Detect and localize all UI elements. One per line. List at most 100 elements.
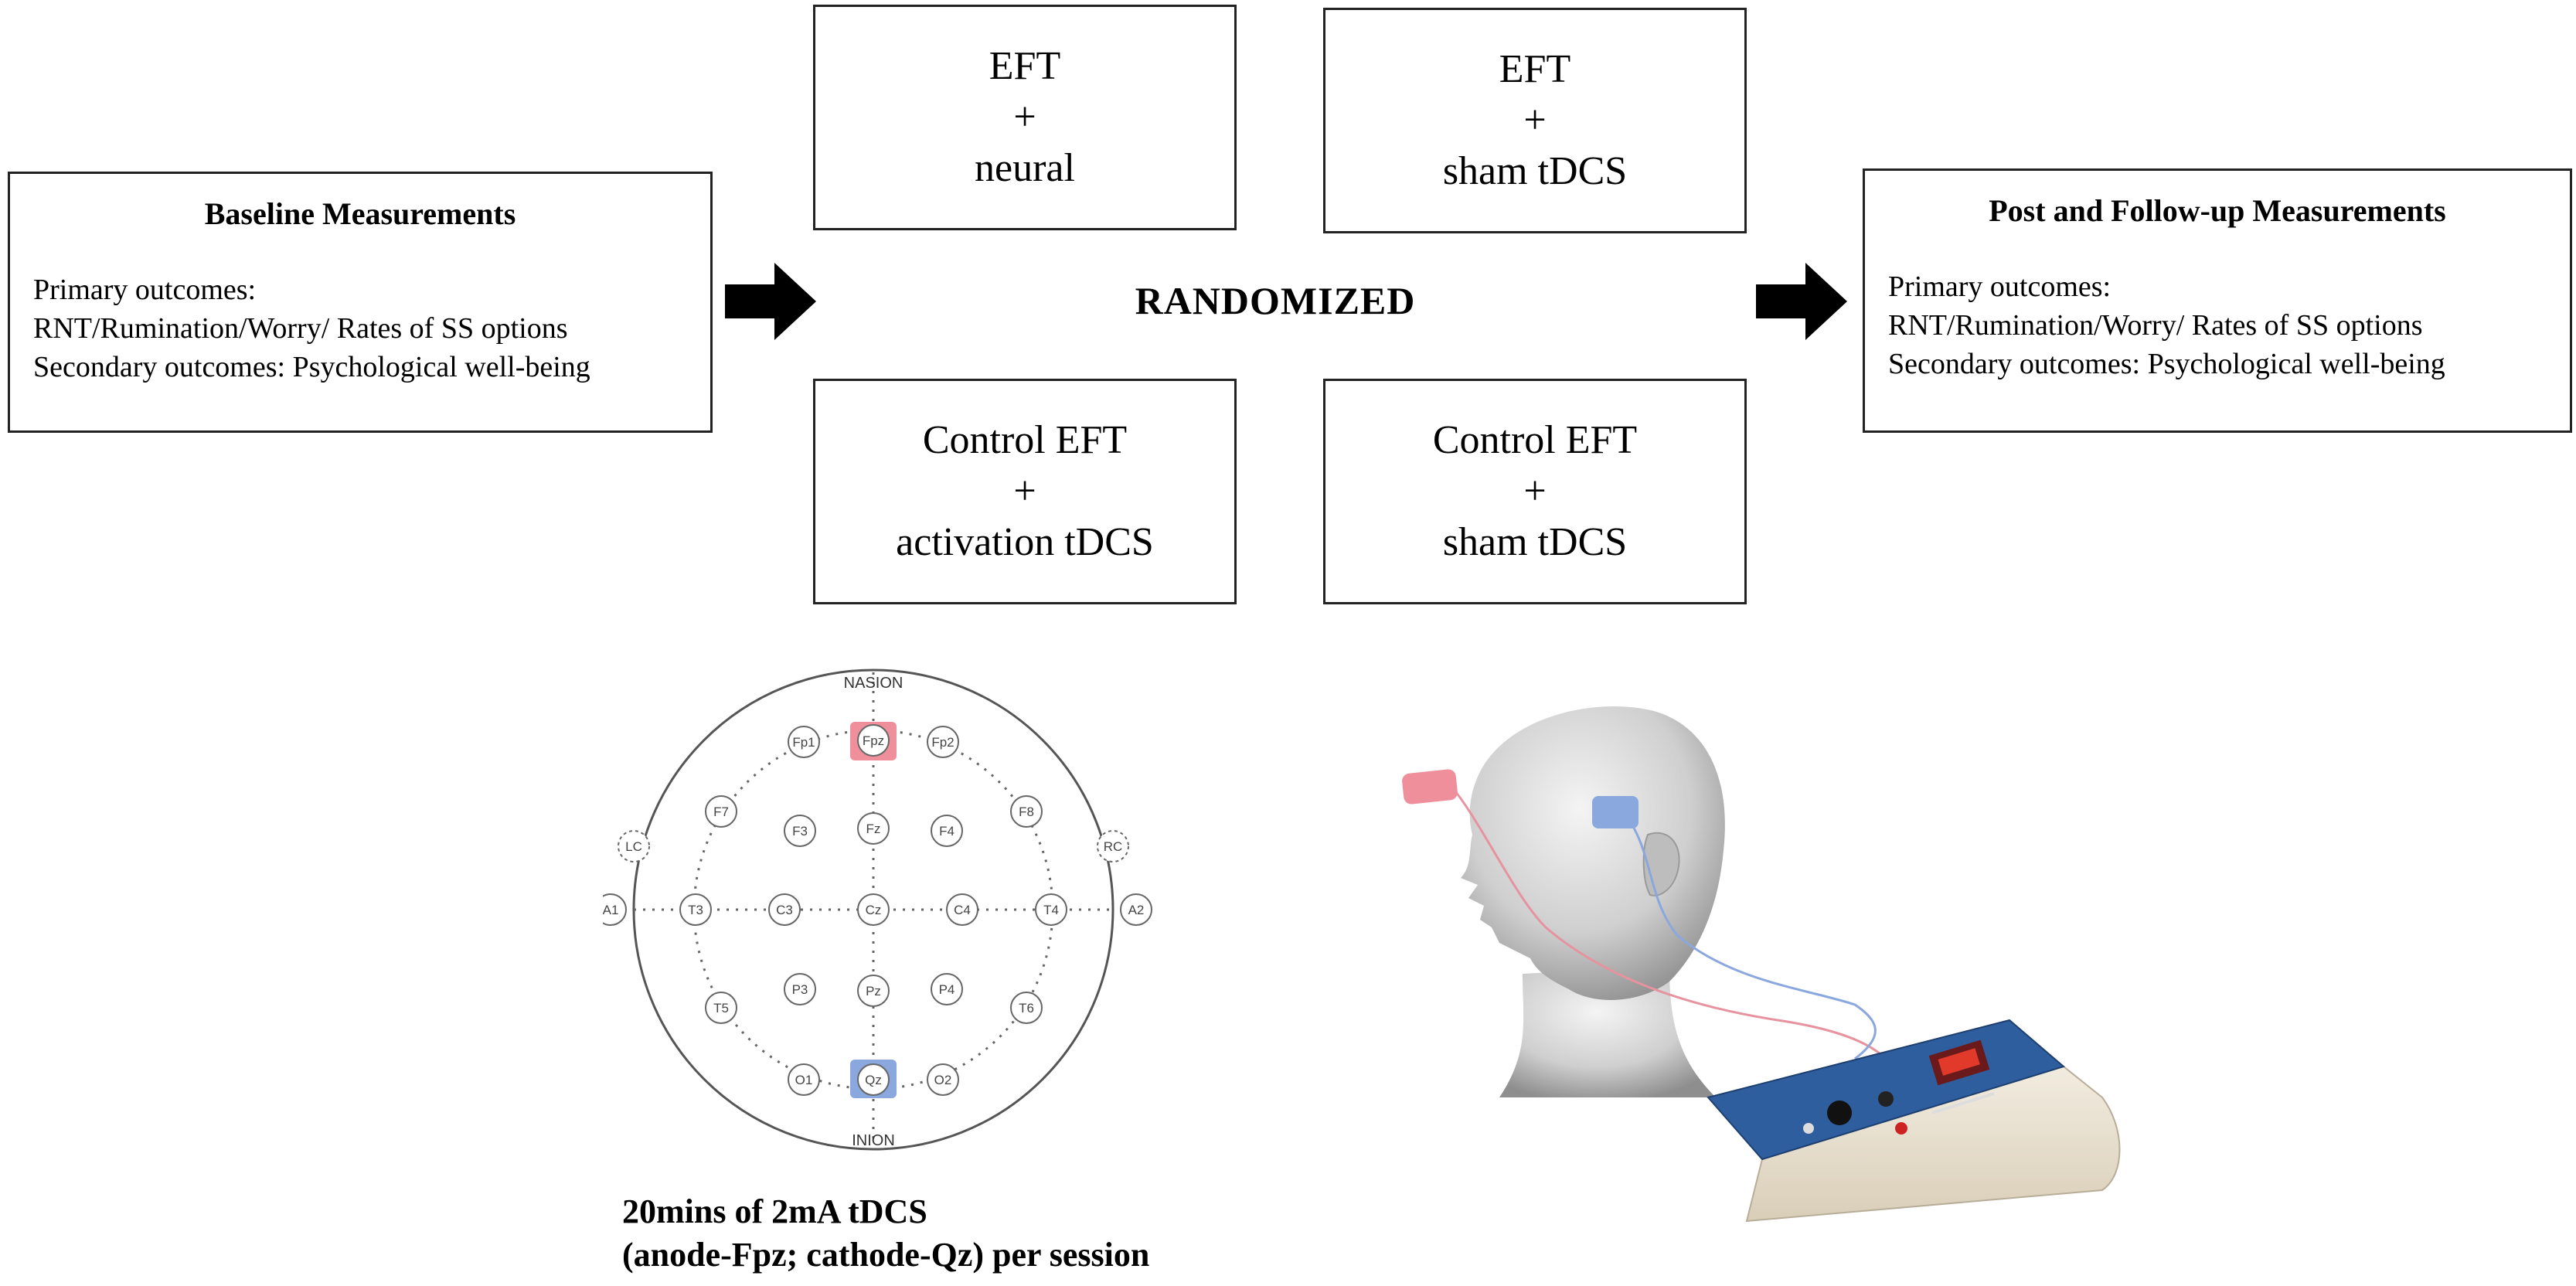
- arrow-right-icon: [1756, 263, 1847, 340]
- electrode-label-p4: P4: [939, 982, 955, 997]
- baseline-line-3: Secondary outcomes: Psychological well-b…: [33, 351, 590, 383]
- electrode-lc: [618, 830, 650, 862]
- condition-box-eft-neural: EFT + neural: [813, 5, 1237, 230]
- cathode-wire: [1621, 811, 1877, 1060]
- baseline-measurements-box: Baseline Measurements Primary outcomes: …: [8, 172, 713, 433]
- anode-pad: [1402, 769, 1458, 805]
- arrow-right-icon: [725, 263, 816, 340]
- electrode-label-fpz: Fpz: [863, 733, 884, 748]
- electrode-label-c3: C3: [776, 903, 793, 917]
- baseline-title: Baseline Measurements: [204, 196, 516, 231]
- electrode-rc: [1097, 830, 1129, 862]
- electrode-t3: [679, 893, 712, 926]
- electrode-label-fp1: Fp1: [792, 735, 815, 750]
- post-line-3: Secondary outcomes: Psychological well-b…: [1888, 348, 2445, 380]
- electrode-fz: [857, 812, 890, 845]
- neck: [1499, 966, 1716, 1097]
- tdcs-caption: 20mins of 2mA tDCS (anode-Fpz; cathode-Q…: [622, 1190, 1149, 1277]
- device-knob: [1878, 1091, 1894, 1107]
- condition-plus: +: [1523, 469, 1547, 513]
- electrode-label-t3: T3: [688, 903, 703, 917]
- condition-line: sham tDCS: [1442, 149, 1628, 193]
- electrode-label-f3: F3: [792, 824, 808, 839]
- electrode-label-qz: Qz: [865, 1073, 882, 1087]
- device-base: [1745, 1065, 2121, 1223]
- electrode-cz: [857, 893, 890, 926]
- electrode-label-fz: Fz: [866, 822, 881, 836]
- electrode-label-p3: P3: [792, 982, 808, 997]
- condition-line: EFT: [1499, 47, 1571, 91]
- electrode-o2: [927, 1063, 959, 1096]
- electrode-label-f4: F4: [939, 824, 955, 839]
- electrode-qz: [857, 1063, 890, 1096]
- device-button: [1803, 1123, 1814, 1134]
- tdcs-head-device-illustration: [1402, 706, 2121, 1223]
- device-knob: [1827, 1101, 1852, 1125]
- condition-box-control-sham: Control EFT + sham tDCS: [1323, 379, 1747, 604]
- condition-plus: +: [1013, 469, 1036, 513]
- post-title: Post and Follow-up Measurements: [1989, 193, 2446, 228]
- electrode-label-o2: O2: [934, 1073, 952, 1087]
- electrode-label-c4: C4: [954, 903, 971, 917]
- electrode-label-t6: T6: [1019, 1001, 1034, 1016]
- electrode-fp2: [927, 726, 959, 758]
- baseline-line-2: RNT/Rumination/Worry/ Rates of SS option…: [33, 312, 568, 345]
- electrode-t4: [1035, 893, 1067, 926]
- electrode-a1: [603, 893, 627, 926]
- electrode-label-pz: Pz: [866, 984, 881, 999]
- electrode-f7: [705, 795, 737, 828]
- electrode-label-t5: T5: [713, 1001, 729, 1016]
- electrode-label-cz: Cz: [866, 903, 882, 917]
- device-button: [1895, 1122, 1907, 1135]
- condition-line: neural: [975, 146, 1075, 190]
- device-display-segment: [1938, 1048, 1980, 1076]
- caption-line-1: 20mins of 2mA tDCS: [622, 1192, 927, 1230]
- electrode-p4: [931, 973, 963, 1005]
- electrode-t5: [705, 992, 737, 1024]
- cathode-pad: [1592, 796, 1638, 828]
- condition-box-control-activation: Control EFT + activation tDCS: [813, 379, 1237, 604]
- head: [1461, 706, 1725, 1000]
- electrode-c3: [768, 893, 801, 926]
- electrode-t6: [1010, 992, 1043, 1024]
- electrode-label-f8: F8: [1019, 805, 1034, 819]
- condition-line: sham tDCS: [1442, 520, 1628, 564]
- caption-line-2: (anode-Fpz; cathode-Qz) per session: [622, 1236, 1150, 1274]
- electrode-f3: [784, 815, 816, 847]
- electrode-o1: [788, 1063, 820, 1096]
- inion-label: INION: [852, 1132, 895, 1149]
- electrode-fpz: [857, 724, 890, 757]
- post-line-2: RNT/Rumination/Worry/ Rates of SS option…: [1888, 309, 2423, 342]
- electrode-label-a1: A1: [603, 903, 618, 917]
- electrode-a2: [1120, 893, 1152, 926]
- electrode-label-rc: RC: [1104, 839, 1123, 854]
- electrode-fp1: [788, 726, 820, 758]
- post-line-1: Primary outcomes:: [1888, 270, 2112, 303]
- electrode-label-lc: LC: [625, 839, 642, 854]
- condition-line: Control EFT: [922, 418, 1128, 462]
- condition-plus: +: [1523, 98, 1547, 142]
- condition-line: activation tDCS: [896, 520, 1154, 564]
- electrode-label-a2: A2: [1128, 903, 1145, 917]
- condition-line: EFT: [989, 44, 1061, 88]
- condition-box-eft-sham: EFT + sham tDCS: [1323, 8, 1747, 233]
- electrode-label-o1: O1: [795, 1073, 813, 1087]
- condition-plus: +: [1013, 95, 1036, 139]
- electrode-c4: [946, 893, 978, 926]
- electrode-f8: [1010, 795, 1043, 828]
- electrode-p3: [784, 973, 816, 1005]
- condition-line: Control EFT: [1432, 418, 1638, 462]
- electrode-pz: [857, 975, 890, 1007]
- electrode-label-fp2: Fp2: [931, 735, 954, 750]
- electrode-f4: [931, 815, 963, 847]
- electrode-label-t4: T4: [1043, 903, 1059, 917]
- baseline-line-1: Primary outcomes:: [33, 274, 257, 306]
- device-slider: [1931, 1092, 1995, 1114]
- electrode-label-f7: F7: [713, 805, 729, 819]
- post-followup-measurements-box: Post and Follow-up Measurements Primary …: [1863, 168, 2572, 433]
- anode-wire: [1451, 788, 1887, 1060]
- randomized-label: RANDOMIZED: [1135, 279, 1416, 322]
- nasion-label: NASION: [844, 675, 903, 692]
